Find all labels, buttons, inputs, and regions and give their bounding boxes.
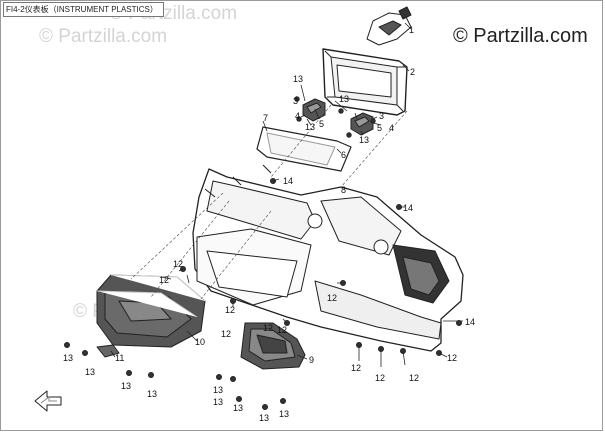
- guide-lines: [130, 104, 408, 300]
- svg-text:14: 14: [283, 176, 293, 186]
- part-5-bracket: [302, 98, 326, 122]
- watermark: © Partzilla.com: [453, 25, 588, 47]
- svg-text:13: 13: [213, 385, 223, 395]
- svg-text:7: 7: [263, 113, 268, 123]
- svg-text:13: 13: [63, 353, 73, 363]
- front-arrow-icon: [34, 390, 62, 412]
- leader-lines: [110, 22, 463, 367]
- part-number-labels: 1 2 13 4 13 3 5 13 3 13 5 4 7 6 14 8 14 …: [63, 25, 475, 423]
- svg-text:8: 8: [341, 185, 346, 195]
- svg-text:13: 13: [305, 122, 315, 132]
- svg-text:3: 3: [293, 96, 298, 106]
- svg-text:12: 12: [263, 323, 273, 333]
- svg-text:13: 13: [147, 389, 157, 399]
- svg-text:12: 12: [409, 373, 419, 383]
- svg-text:12: 12: [173, 259, 183, 269]
- svg-text:6: 6: [341, 150, 346, 160]
- svg-text:13: 13: [259, 413, 269, 423]
- svg-text:10: 10: [195, 337, 205, 347]
- part-7-lens: [256, 126, 352, 172]
- svg-text:12: 12: [225, 305, 235, 315]
- svg-text:3: 3: [379, 111, 384, 121]
- part-10-glove-box: [96, 274, 206, 348]
- svg-text:12: 12: [221, 329, 231, 339]
- svg-text:12: 12: [447, 353, 457, 363]
- svg-text:13: 13: [121, 381, 131, 391]
- svg-text:13: 13: [279, 409, 289, 419]
- svg-text:4: 4: [295, 111, 300, 121]
- svg-text:12: 12: [327, 293, 337, 303]
- part-9-lower-trim: [240, 322, 306, 370]
- svg-text:12: 12: [351, 363, 361, 373]
- svg-text:1: 1: [409, 25, 414, 35]
- svg-text:5: 5: [319, 119, 324, 129]
- svg-text:9: 9: [309, 355, 314, 365]
- svg-text:5: 5: [377, 123, 382, 133]
- svg-text:2: 2: [410, 67, 415, 77]
- svg-text:13: 13: [213, 397, 223, 407]
- svg-text:13: 13: [293, 74, 303, 84]
- svg-text:12: 12: [277, 325, 287, 335]
- svg-text:14: 14: [465, 317, 475, 327]
- svg-text:11: 11: [115, 353, 124, 363]
- diagram-title: FI4-2仪表板（INSTRUMENT PLASTICS）: [3, 2, 164, 17]
- part-2-bezel: [322, 48, 408, 116]
- svg-text:13: 13: [359, 135, 369, 145]
- svg-text:13: 13: [339, 94, 349, 104]
- svg-text:14: 14: [403, 203, 413, 213]
- part-5-bracket-right: [350, 112, 374, 136]
- part-11-latch: [96, 344, 120, 358]
- svg-text:12: 12: [375, 373, 385, 383]
- watermark: © Partzilla.com: [39, 26, 168, 47]
- svg-text:12: 12: [159, 275, 169, 285]
- svg-text:13: 13: [85, 367, 95, 377]
- svg-text:4: 4: [389, 123, 394, 133]
- svg-text:13: 13: [233, 403, 243, 413]
- part-8-dash-panel: [192, 164, 464, 352]
- part-1-clip: [366, 6, 412, 46]
